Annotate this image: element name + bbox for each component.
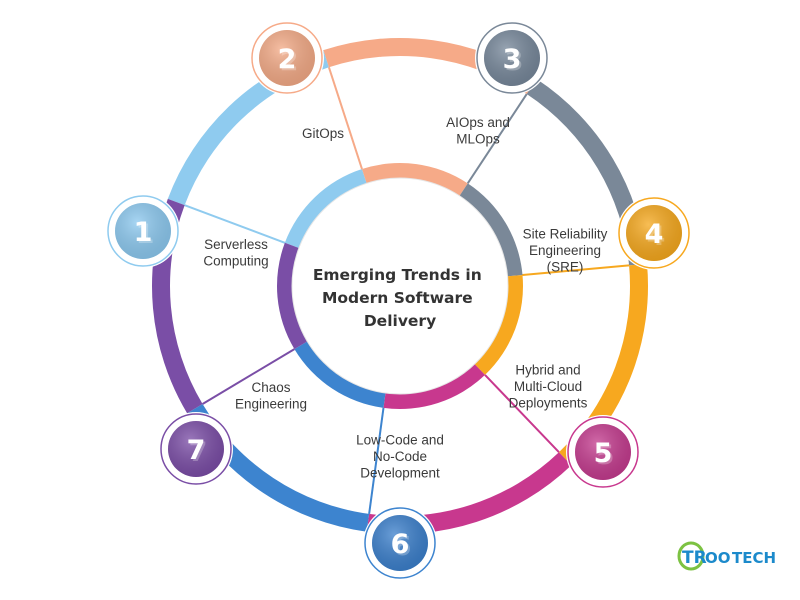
- badge-number-shadow: 4: [647, 221, 666, 252]
- badge-number: 7: [187, 435, 206, 466]
- badge-number: 6: [391, 529, 410, 560]
- segment-label-line: GitOps: [302, 126, 344, 141]
- badge-number-shadow: 5: [596, 440, 615, 471]
- segment-label-line: MLOps: [456, 131, 500, 146]
- number-badge-4: 44: [617, 196, 691, 270]
- svg-text:OO: OO: [705, 549, 731, 567]
- number-badge-2: 22: [250, 21, 324, 95]
- center-title-line: Delivery: [364, 312, 436, 330]
- badge-ring: [364, 507, 436, 579]
- segment-divider: [484, 374, 560, 453]
- segment-outer-arc: [323, 38, 537, 95]
- badge-ring: [251, 22, 323, 94]
- center-title: Emerging Trends in Modern Software Deliv…: [313, 266, 487, 330]
- segment-inner-arc: [294, 340, 386, 408]
- segment-inner-arc: [383, 363, 486, 409]
- segment-divider: [327, 66, 363, 170]
- center-circle: [291, 177, 509, 395]
- badge-number-shadow: 7: [189, 437, 208, 468]
- badge-number: 4: [645, 219, 664, 250]
- segment-label-line: Deployments: [509, 396, 588, 411]
- segment-divider: [184, 204, 286, 244]
- badge-number-shadow: 1: [136, 219, 155, 250]
- number-badge-1: 11: [106, 194, 180, 268]
- svg-text:TR: TR: [682, 548, 707, 568]
- segment-label-line: Serverless: [204, 237, 268, 252]
- badge-number-shadow: 2: [280, 46, 299, 77]
- segment-label-line: Low-Code and: [356, 433, 444, 448]
- badge-shade: [115, 203, 171, 259]
- badge-ring: [476, 22, 548, 94]
- segment-label-line: Hybrid and: [515, 363, 580, 378]
- segment-divider: [522, 264, 630, 276]
- number-badge-5: 55: [566, 415, 640, 489]
- segment-label-line: (SRE): [547, 260, 584, 275]
- center-title-line: Modern Software: [322, 289, 473, 307]
- svg-text:TECH: TECH: [732, 549, 776, 567]
- segment-inner-arc: [458, 183, 523, 277]
- segment-label-line: Multi-Cloud: [514, 379, 582, 394]
- segment-label-line: Engineering: [529, 243, 601, 258]
- number-badge-7: 77: [159, 412, 233, 486]
- segment-label-line: AIOps and: [446, 115, 510, 130]
- segment-divider: [466, 93, 528, 184]
- badge-shade: [259, 30, 315, 86]
- badge-number: 2: [278, 44, 297, 75]
- badge-ring: [107, 195, 179, 267]
- segment-label-line: Site Reliability: [523, 227, 608, 242]
- badge-number: 3: [503, 44, 522, 75]
- segment-label-line: No-Code: [373, 449, 427, 464]
- number-badge-6: 66: [363, 506, 437, 580]
- badge-shade: [168, 421, 224, 477]
- badge-number: 5: [594, 438, 613, 469]
- badge-shade: [626, 205, 682, 261]
- badge-number-shadow: 3: [505, 46, 524, 77]
- badge-ring: [567, 416, 639, 488]
- badge-ring: [618, 197, 690, 269]
- segment-divider: [202, 348, 295, 405]
- center-hub: Emerging Trends in Modern Software Deliv…: [291, 177, 509, 395]
- segment-label-line: Computing: [203, 253, 268, 268]
- badge-ring: [160, 413, 232, 485]
- center-title-line: Emerging Trends in: [313, 266, 482, 284]
- badge-shade: [372, 515, 428, 571]
- segment-label: GitOps: [302, 126, 344, 141]
- number-badge-3: 33: [475, 21, 549, 95]
- badge-number-shadow: 6: [393, 531, 412, 562]
- trootech-logo: TR OO TECH: [676, 538, 778, 574]
- segment-divider: [368, 407, 385, 515]
- badge-number: 1: [134, 217, 153, 248]
- segment-label-line: Engineering: [235, 396, 307, 411]
- segment-label-line: Development: [360, 466, 440, 481]
- segment-label-line: Chaos: [251, 380, 290, 395]
- badge-shade: [484, 30, 540, 86]
- badge-shade: [575, 424, 631, 480]
